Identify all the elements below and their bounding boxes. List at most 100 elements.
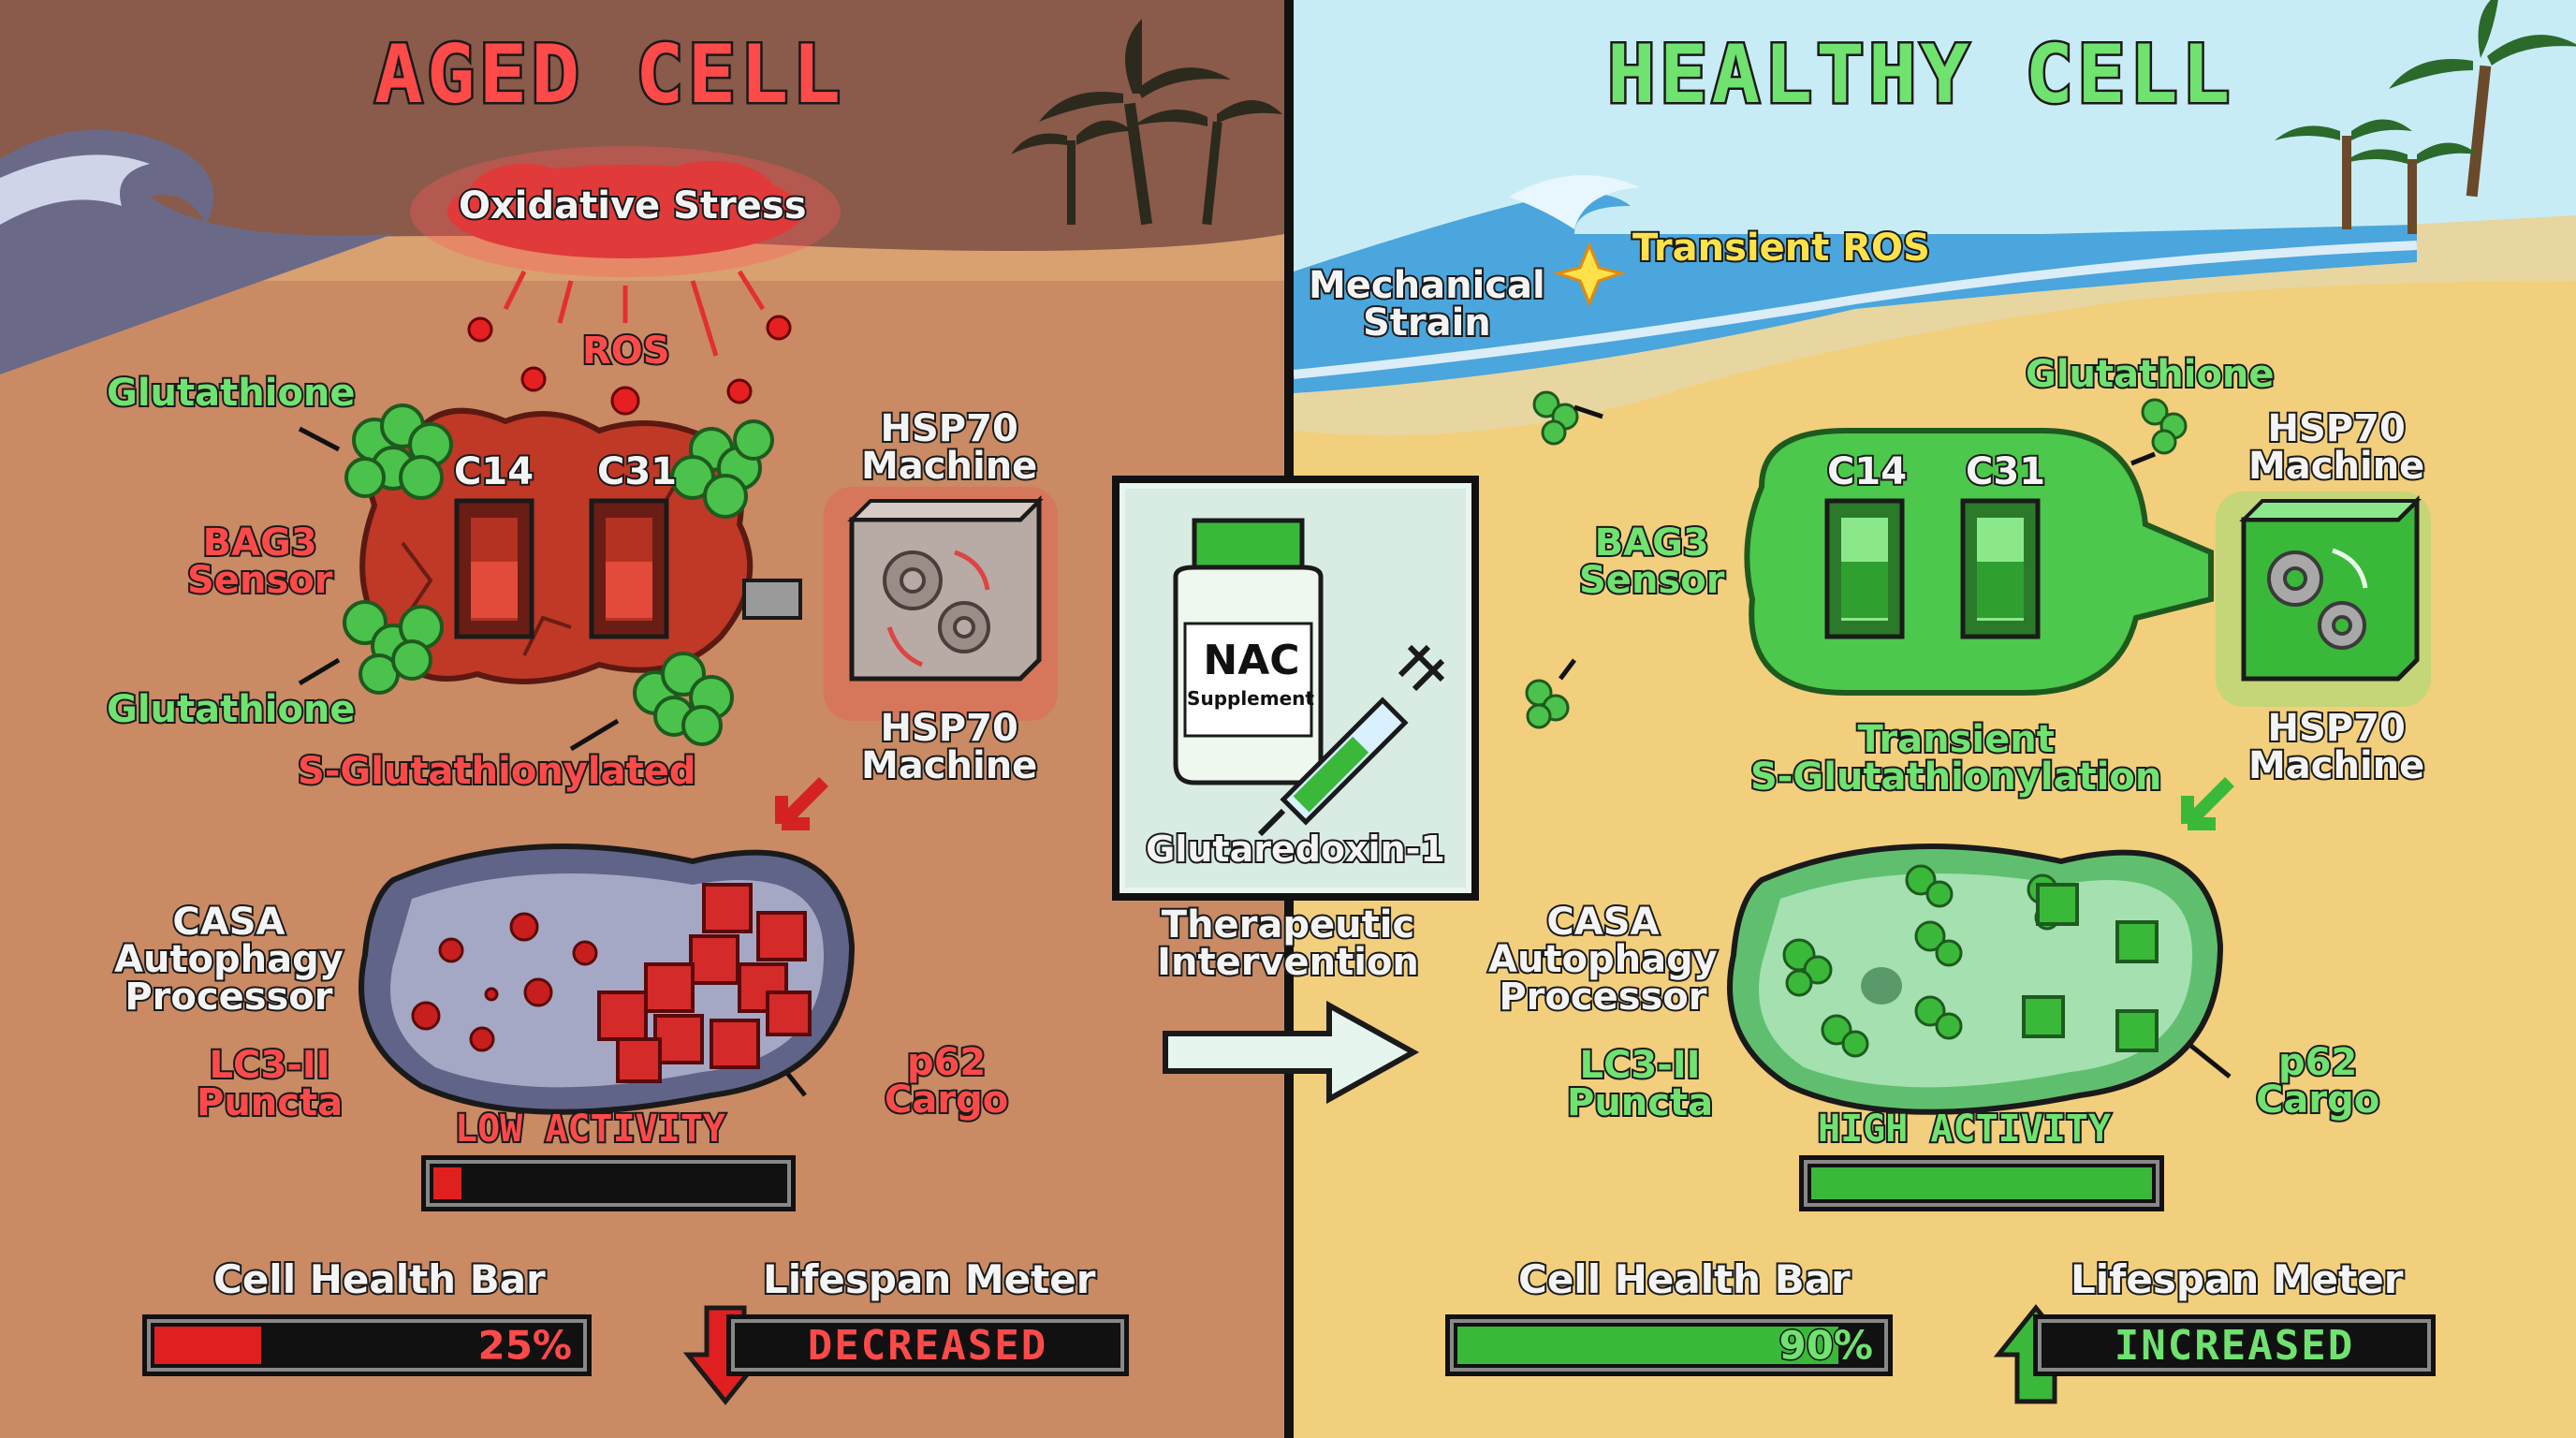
p62-cargo-healthy bbox=[2022, 883, 2159, 1052]
hsp70-top-label: HSP70 Machine bbox=[859, 407, 1039, 488]
c14-label: C14 bbox=[452, 450, 535, 493]
arrow-right-icon bbox=[1163, 1000, 1420, 1105]
transient-line1: Transient bbox=[1856, 718, 2056, 761]
c14-label: C14 bbox=[1825, 450, 1909, 493]
casa-line1: CASA bbox=[1544, 901, 1661, 944]
damaged-bag3-protein bbox=[359, 407, 802, 684]
healthy-bag3-protein bbox=[1744, 428, 2214, 696]
bag3-line1: BAG3 bbox=[201, 521, 319, 565]
transient-ros-label: Transient ROS bbox=[1631, 227, 1932, 270]
transient-s-glutathionylation-label: Transient S-Glutathionylation bbox=[1749, 718, 2163, 798]
bag3-sensor-label: BAG3 Sensor bbox=[185, 521, 334, 602]
palm-tree-icon bbox=[1011, 19, 1282, 226]
mechanical-strain-label: Mechanical Strain bbox=[1307, 264, 1547, 345]
gear-icon bbox=[2267, 550, 2366, 650]
hsp70-top-line1: HSP70 bbox=[879, 407, 1020, 450]
hsp70-bottom-line2: Machine bbox=[2247, 744, 2426, 787]
hsp70-bottom-line1: HSP70 bbox=[2266, 707, 2408, 750]
ros-particles bbox=[467, 315, 792, 416]
p62-line1: p62 bbox=[905, 1041, 988, 1084]
lc3-line2: Puncta bbox=[1565, 1081, 1715, 1124]
healthy-title: HEALTHY CELL bbox=[1604, 26, 2234, 125]
casa-line1: CASA bbox=[170, 901, 286, 944]
casa-line2: Autophagy bbox=[112, 938, 345, 981]
bag3-line2: Sensor bbox=[1577, 559, 1726, 602]
bag3-sensor-label: BAG3 Sensor bbox=[1577, 521, 1726, 602]
activity-bar bbox=[421, 1155, 796, 1211]
intervention-line1: Therapeutic bbox=[1160, 903, 1416, 946]
activity-bar-fill bbox=[1811, 1167, 2152, 1199]
health-bar-title: Cell Health Bar bbox=[1516, 1256, 1852, 1302]
sparkle-icon bbox=[1552, 242, 1627, 307]
bottle-label-nac: NAC bbox=[1203, 637, 1300, 684]
lifespan-meter: DECREASED bbox=[726, 1314, 1129, 1376]
casa-line3: Processor bbox=[1497, 976, 1708, 1019]
c31-label: C31 bbox=[595, 450, 679, 493]
lc3-puncta-label: LC3-II Puncta bbox=[195, 1044, 344, 1123]
activity-bar-fill bbox=[433, 1167, 461, 1199]
glutathione-free bbox=[1525, 390, 2188, 729]
bottle-label-supplement: Supplement bbox=[1187, 687, 1314, 710]
p62-line2: Cargo bbox=[883, 1078, 1010, 1122]
hsp70-bottom-label: HSP70 Machine bbox=[859, 707, 1039, 787]
arrow-down-icon bbox=[775, 777, 828, 830]
mechanical-line2: Strain bbox=[1361, 301, 1493, 345]
casa-line2: Autophagy bbox=[1486, 938, 1720, 981]
hsp70-bottom-line1: HSP70 bbox=[879, 707, 1020, 750]
health-bar-fill bbox=[1457, 1327, 1838, 1364]
intervention-line2: Intervention bbox=[1155, 941, 1421, 984]
lifespan-meter: INCREASED bbox=[2033, 1314, 2436, 1376]
casa-label: CASA Autophagy Processor bbox=[1486, 901, 1720, 1019]
bag3-line1: BAG3 bbox=[1593, 521, 1711, 565]
glutathione-bottom-label: Glutathione bbox=[105, 688, 358, 731]
p62-cargo-aged bbox=[597, 883, 812, 1083]
ros-label: ROS bbox=[580, 330, 672, 373]
bottle-icon bbox=[1173, 518, 1324, 785]
arrow-down-icon bbox=[2181, 777, 2234, 830]
hsp70-top-line2: Machine bbox=[2247, 445, 2426, 488]
healthy-background bbox=[1294, 0, 2576, 1438]
oxidative-stress-cloud bbox=[410, 146, 841, 277]
health-bar-value: 25% bbox=[476, 1321, 574, 1370]
activity-label: LOW ACTIVITY bbox=[453, 1108, 727, 1151]
activity-label: HIGH ACTIVITY bbox=[1816, 1108, 2113, 1151]
bag3-line2: Sensor bbox=[185, 559, 334, 602]
lc3-line1: LC3-II bbox=[1578, 1044, 1703, 1087]
p62-cargo-label: p62 Cargo bbox=[2254, 1041, 2381, 1122]
s-glutathionylated-label: S-Glutathionylated bbox=[296, 750, 697, 793]
therapeutic-intervention-label: Therapeutic Intervention bbox=[1138, 903, 1438, 984]
wave-icon bbox=[1294, 175, 2576, 435]
syringe-icon bbox=[1257, 644, 1445, 837]
nac-bottle-and-syringe bbox=[1173, 518, 1445, 837]
health-bar-value: 90% bbox=[1778, 1321, 1875, 1370]
health-bar-title: Cell Health Bar bbox=[212, 1256, 548, 1302]
glutathione-clusters bbox=[343, 404, 774, 746]
health-bar: 25% bbox=[142, 1314, 592, 1376]
hsp70-bottom-label: HSP70 Machine bbox=[2247, 707, 2426, 787]
lc3-line1: LC3-II bbox=[208, 1044, 332, 1087]
hsp70-bottom-line2: Machine bbox=[859, 744, 1039, 787]
oxidative-stress-label: Oxidative Stress bbox=[457, 184, 809, 227]
palm-tree-icon bbox=[2275, 0, 2576, 234]
aged-title: AGED CELL bbox=[373, 26, 844, 125]
hsp70-top-label: HSP70 Machine bbox=[2247, 408, 2426, 488]
lifespan-meter-title: Lifespan Meter bbox=[761, 1256, 1097, 1302]
ros-arrows bbox=[503, 270, 766, 357]
casa-line3: Processor bbox=[123, 976, 334, 1019]
wave-icon bbox=[0, 129, 393, 374]
hsp70-machine-healthy bbox=[2216, 492, 2431, 707]
p62-line2: Cargo bbox=[2254, 1078, 2381, 1122]
hsp70-top-line2: Machine bbox=[859, 445, 1039, 488]
health-bar-fill bbox=[154, 1327, 261, 1364]
lc3-puncta-label: LC3-II Puncta bbox=[1565, 1044, 1715, 1124]
casa-label: CASA Autophagy Processor bbox=[112, 901, 345, 1019]
c31-label: C31 bbox=[1964, 450, 2047, 493]
p62-cargo-label: p62 Cargo bbox=[883, 1041, 1010, 1122]
activity-bar bbox=[1799, 1155, 2164, 1211]
lc3-puncta-aged bbox=[411, 912, 598, 1052]
healthy-cell-panel: HEALTHY CELL Mechanical Strain Transient… bbox=[1294, 0, 2576, 1438]
glutathione-label: Glutathione bbox=[2024, 353, 2276, 396]
mechanical-line1: Mechanical bbox=[1307, 264, 1547, 307]
p62-line1: p62 bbox=[2276, 1041, 2359, 1084]
